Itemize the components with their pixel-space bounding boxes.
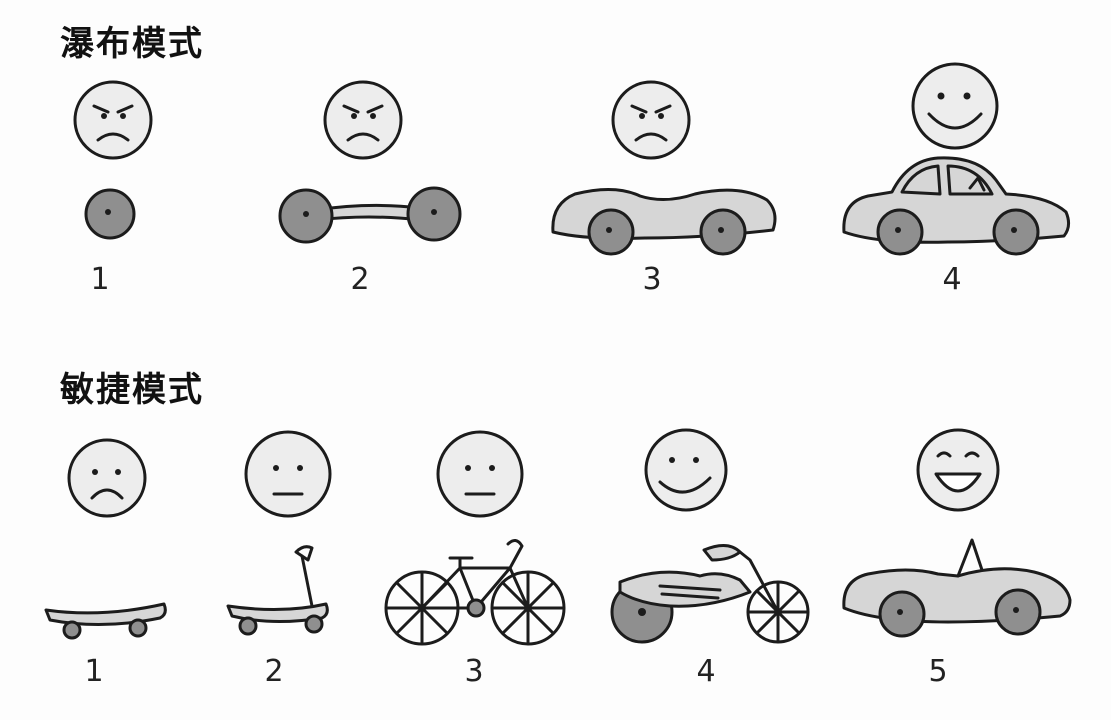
angry-face-icon (323, 80, 403, 160)
grinning-face-icon (916, 428, 1000, 512)
axle-icon (278, 186, 462, 244)
happy-face-icon (644, 428, 728, 512)
happy-face-icon (911, 62, 999, 150)
step-number: 4 (942, 262, 962, 297)
step-number: 3 (464, 654, 484, 689)
neutral-face-icon (244, 430, 332, 518)
step-number: 4 (696, 654, 716, 689)
car-body-icon (551, 187, 777, 256)
agile-title: 敏捷模式 (60, 370, 204, 410)
sad-face-icon (67, 438, 147, 518)
step-number: 1 (84, 654, 104, 689)
step-number: 2 (264, 654, 284, 689)
scooter-icon (226, 545, 329, 636)
skateboard-icon (44, 602, 167, 640)
angry-face-icon (611, 80, 691, 160)
step-number: 1 (90, 262, 110, 297)
step-number: 5 (928, 654, 948, 689)
step-number: 2 (350, 262, 370, 297)
motorcycle-icon (610, 544, 810, 644)
neutral-face-icon (436, 430, 524, 518)
convertible-icon (842, 538, 1072, 638)
bicycle-icon (384, 539, 566, 646)
car-icon (842, 156, 1071, 256)
waterfall-title: 瀑布模式 (60, 24, 204, 64)
step-number: 3 (642, 262, 662, 297)
angry-face-icon (73, 80, 153, 160)
wheel-icon (84, 188, 136, 240)
